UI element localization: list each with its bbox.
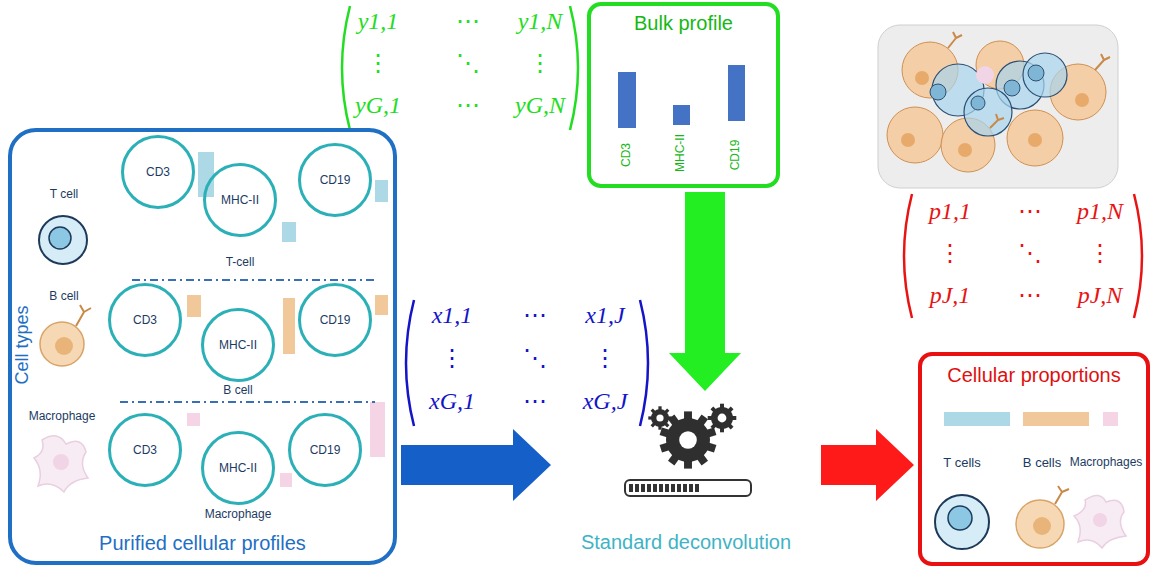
matrix-entry: pJ,1	[930, 282, 971, 310]
b-cell-icon	[40, 305, 91, 366]
matrix-entry: x1,1	[432, 302, 473, 330]
matrix-ellipsis: ⋱	[523, 345, 547, 373]
node-title: Bulk profile	[634, 12, 733, 35]
cell-type-name: T cell	[50, 188, 78, 202]
matrix-entry: p1,1	[929, 198, 971, 226]
matrix-entry: y1,1	[358, 8, 399, 36]
profile-bars	[187, 152, 388, 487]
progress-bar	[625, 480, 751, 496]
matrix-bracket	[406, 300, 414, 426]
matrix-ellipsis: ⋱	[1018, 240, 1042, 268]
marker-name: CD3	[133, 443, 157, 457]
marker-circle: MHC-II	[201, 308, 275, 382]
bar-label: CD19	[729, 140, 743, 171]
node-title: Cellular proportions	[947, 364, 1120, 387]
marker-name: CD3	[146, 165, 170, 179]
flow-arrow	[821, 429, 914, 501]
result-label: T cells	[943, 456, 980, 471]
matrix-entry: x1,J	[585, 302, 624, 330]
matrix-ellipsis: ⋯	[1018, 282, 1042, 310]
matrix-ellipsis: ⋯	[1018, 198, 1042, 226]
matrix-bracket	[904, 194, 912, 318]
marker-circle: CD3	[108, 413, 182, 487]
row-separator	[120, 280, 378, 402]
matrix-bracket	[640, 300, 648, 426]
marker-name: MHC-II	[219, 461, 257, 475]
t-cell-icon	[39, 216, 87, 264]
matrix-ellipsis: ⋮	[1088, 240, 1112, 268]
marker-circle: CD19	[298, 283, 372, 357]
row-label: B cell	[223, 384, 252, 398]
marker-name: CD3	[133, 313, 157, 327]
marker-circle: CD3	[121, 135, 195, 209]
matrix-ellipsis: ⋮	[593, 345, 617, 373]
axis-label: Cell types	[12, 305, 33, 384]
marker-name: CD19	[320, 173, 351, 187]
marker-circle: MHC-II	[201, 431, 275, 505]
row-label: T-cell	[226, 256, 255, 270]
bar-label: CD3	[620, 143, 634, 167]
cell-type-name: Macrophage	[29, 410, 96, 424]
marker-circle: CD3	[108, 283, 182, 357]
marker-name: CD19	[320, 313, 351, 327]
matrix-ellipsis: ⋯	[523, 302, 547, 330]
deconvolution-step: Standard deconvolution	[555, 395, 817, 560]
matrix-ellipsis: ⋮	[528, 50, 552, 78]
matrix-ellipsis: ⋮	[366, 50, 390, 78]
matrix-ellipsis: ⋮	[440, 345, 464, 373]
matrix-entry: xG,J	[583, 388, 628, 416]
flow-arrow	[669, 192, 741, 391]
matrix-entry: xG,1	[429, 388, 475, 416]
matrix-entry: yG,1	[355, 92, 401, 120]
bulk-bars	[618, 65, 745, 128]
matrix-entry: p1,N	[1077, 198, 1123, 226]
gear-icon	[648, 404, 736, 469]
row-label: Macrophage	[205, 508, 272, 522]
matrix-entry: pJ,N	[1078, 282, 1123, 310]
marker-name: CD19	[310, 443, 341, 457]
node-title: Purified cellular profiles	[99, 532, 306, 555]
marker-name: MHC-II	[221, 193, 259, 207]
result-label: B cells	[1023, 456, 1061, 471]
marker-circle: CD19	[298, 143, 372, 217]
marker-circle: MHC-II	[203, 163, 277, 237]
node-title: Standard deconvolution	[581, 531, 791, 554]
matrix-entry: yG,N	[515, 92, 565, 120]
matrix-ellipsis: ⋯	[456, 92, 480, 120]
macrophage-icon	[34, 436, 88, 492]
flow-arrow	[401, 429, 551, 501]
mixture-illustration	[878, 25, 1118, 188]
matrix-bracket	[570, 6, 578, 130]
marker-name: MHC-II	[219, 338, 257, 352]
result-label: Macrophages	[1070, 456, 1143, 470]
proportion-bars	[944, 412, 1118, 426]
matrix-ellipsis: ⋯	[456, 8, 480, 36]
bar-label: MHC-II	[674, 134, 688, 172]
matrix-bracket	[1134, 194, 1142, 318]
matrix-ellipsis: ⋯	[523, 388, 547, 416]
matrix-ellipsis: ⋱	[456, 50, 480, 78]
matrix-entry: y1,N	[518, 8, 563, 36]
marker-circle: CD19	[288, 413, 362, 487]
cell-type-name: B cell	[49, 290, 78, 304]
matrix-ellipsis: ⋮	[938, 240, 962, 268]
result-cell-icons	[935, 486, 1126, 549]
matrix-bracket	[342, 6, 350, 130]
